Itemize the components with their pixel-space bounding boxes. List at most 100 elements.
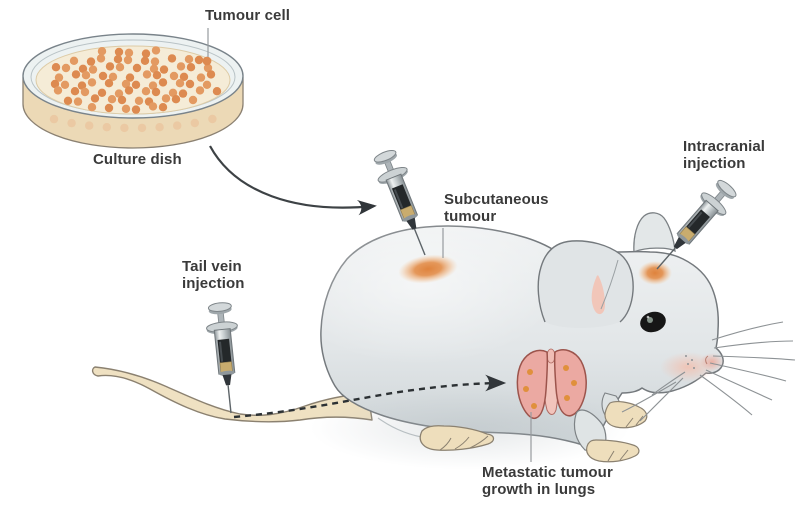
tumour-cell-dot xyxy=(142,70,152,79)
label-metastatic-line2: growth in lungs xyxy=(482,481,596,498)
tumour-cell-dot xyxy=(90,94,100,103)
metastasis-dots xyxy=(523,365,577,409)
mouse-back-highlight xyxy=(280,205,560,365)
label-metastatic-line1: Metastatic tumour xyxy=(482,464,613,481)
nose-blush xyxy=(700,353,724,371)
tumour-cell-dot xyxy=(123,55,133,65)
tumour-cell-dot xyxy=(121,79,131,89)
label-tumour-cell-text: Tumour cell xyxy=(205,7,290,24)
tumour-cell-dot xyxy=(186,62,196,72)
tumour-cell-dot xyxy=(168,88,178,98)
tumour-cell-dot xyxy=(108,72,118,82)
tumour-cell-dot-faded xyxy=(67,118,76,128)
label-metastatic-tumour: Metastatic tumour growth in lungs xyxy=(482,464,613,498)
hind-paw xyxy=(419,425,495,451)
label-intracranial-line2: injection xyxy=(683,155,746,172)
ear-inner-line xyxy=(600,259,619,310)
label-tail-vein-line2: injection xyxy=(182,275,245,292)
tumour-cell-dots xyxy=(50,46,222,114)
tumour-cell-dot xyxy=(113,55,123,64)
tumour-cell-dot xyxy=(63,96,73,106)
subcutaneous-tumour-spot xyxy=(398,254,458,284)
syringe-tail-vein-icon xyxy=(203,300,248,416)
tumour-cell-dot xyxy=(176,62,186,71)
tumour-cell-dot xyxy=(141,49,151,58)
label-subcutaneous-line1: Subcutaneous xyxy=(444,191,549,208)
tumour-cell-dot xyxy=(121,104,131,114)
tumour-cell-dot-faded xyxy=(102,123,112,132)
tumour-cell-dot xyxy=(70,87,80,96)
tumour-cell-dot xyxy=(115,62,125,72)
tumour-cell-dot-faded xyxy=(173,121,182,130)
tumour-cell-dot xyxy=(179,72,189,82)
tumour-cell-dot xyxy=(114,47,124,57)
tumour-cell-dot xyxy=(125,73,135,82)
lungs xyxy=(516,348,587,420)
lung-left-lobe xyxy=(516,349,549,420)
dish-side-faded-dots xyxy=(49,114,217,133)
tumour-cell-dot xyxy=(131,80,141,90)
tumour-cell-dot xyxy=(87,78,97,87)
dashed-route-arrow xyxy=(233,374,507,419)
dish-to-syringe-arrow xyxy=(209,145,377,216)
tumour-cell-dot xyxy=(86,57,96,66)
whiskers xyxy=(621,321,796,422)
tumour-cell-dot xyxy=(61,63,71,73)
mouse-near-ear xyxy=(537,240,634,328)
tumour-cell-dot xyxy=(107,95,117,104)
tumour-cell-dot xyxy=(96,54,106,63)
whisker-dots xyxy=(685,355,695,369)
tumour-cell-dot xyxy=(124,48,134,57)
tumour-cell-dot xyxy=(97,47,107,56)
tumour-cell-dot xyxy=(78,64,88,74)
trachea-bump xyxy=(546,348,556,364)
tumour-cell-dot xyxy=(97,88,107,98)
label-intracranial-injection: Intracranial injection xyxy=(683,138,765,172)
tumour-cell-dot xyxy=(151,87,161,97)
tumour-cell-dot xyxy=(104,103,114,113)
far-front-paw xyxy=(604,401,648,429)
tumour-cell-dot xyxy=(73,97,83,106)
tumour-cell-dot xyxy=(150,57,160,66)
lung-right-lobe xyxy=(553,349,587,417)
tumour-cell-dot xyxy=(117,95,127,105)
tumour-cell-dot xyxy=(60,80,70,90)
tumour-cell-dot xyxy=(158,103,168,112)
tumour-cell-dot xyxy=(175,79,185,88)
nostril-line xyxy=(705,355,709,365)
tumour-cell-dot xyxy=(141,87,151,96)
tumour-cell-dot xyxy=(104,79,114,88)
tumour-cell-dot xyxy=(169,71,179,81)
culture-dish xyxy=(22,33,244,149)
tumour-cell-dot xyxy=(140,56,150,65)
tumour-cell-dot xyxy=(53,86,63,95)
tumour-cell-dot xyxy=(149,64,159,74)
tumour-cell-dot xyxy=(134,96,144,106)
tumour-cell-dot xyxy=(98,71,108,81)
tumour-cell-highlight-dot xyxy=(202,56,212,66)
tumour-cell-dot-faded xyxy=(85,121,94,130)
tumour-cell-dot xyxy=(167,54,177,63)
mouse-eye xyxy=(640,311,666,333)
tumour-cell-dot xyxy=(77,81,87,90)
near-front-paw xyxy=(586,439,640,463)
tumour-cell-dot xyxy=(178,89,188,98)
tumour-cell-dot xyxy=(148,102,158,111)
near-front-leg xyxy=(573,409,640,463)
tumour-cell-dot-faded xyxy=(208,114,217,124)
tumour-cell-dot xyxy=(132,63,142,73)
tumour-cell-dot xyxy=(114,89,124,98)
label-tumour-cell: Tumour cell xyxy=(205,7,290,24)
tumour-cell-dot xyxy=(80,87,90,97)
tumour-cell-dot-faded xyxy=(137,123,147,133)
tumour-cell-dot xyxy=(105,62,115,71)
intracranial-tumour-spot xyxy=(638,261,672,285)
tumour-cell-dot xyxy=(81,71,91,80)
tumour-cell-dot xyxy=(69,56,79,65)
tumour-cell-dot xyxy=(50,79,60,89)
label-tail-vein-injection: Tail vein injection xyxy=(182,258,245,292)
tumour-cell-dot xyxy=(206,70,216,79)
tumour-cell-dot xyxy=(131,105,141,114)
